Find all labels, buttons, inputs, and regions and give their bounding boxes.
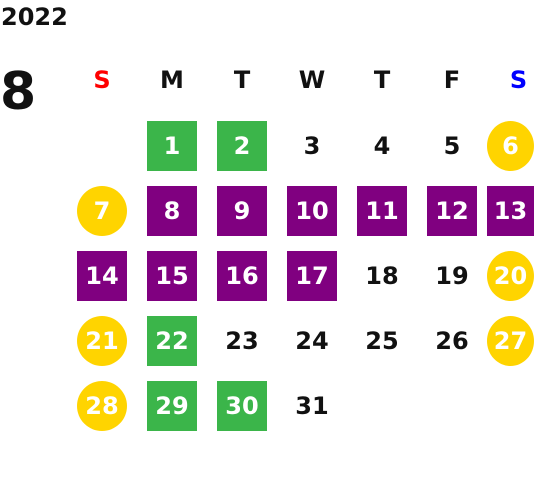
day-cell: 5 [417, 113, 487, 178]
day-22[interactable]: 22 [147, 315, 197, 366]
month-number: 8 [0, 62, 37, 122]
year-label: 2022 [1, 3, 68, 31]
day-cell: 19 [417, 243, 487, 308]
day-cell: 17 [277, 243, 347, 308]
day-27[interactable]: 27 [487, 315, 534, 366]
day-3[interactable]: 3 [303, 131, 321, 160]
weekday-header-wed: W [298, 66, 326, 94]
day-cell: 27 [487, 308, 534, 373]
day-7[interactable]: 7 [77, 185, 127, 236]
weekday-header-sun: S [93, 66, 111, 94]
day-cell [487, 373, 534, 438]
day-11[interactable]: 11 [357, 185, 407, 236]
day-cell: 18 [347, 243, 417, 308]
day-cell [67, 113, 137, 178]
day-21[interactable]: 21 [77, 315, 127, 366]
day-13[interactable]: 13 [487, 185, 534, 236]
day-14[interactable]: 14 [77, 250, 127, 301]
empty-day [487, 381, 534, 431]
day-cell: 6 [487, 113, 534, 178]
empty-day [427, 381, 477, 431]
day-18[interactable]: 18 [365, 261, 399, 290]
day-cell: 2 [207, 113, 277, 178]
day-26[interactable]: 26 [435, 326, 469, 355]
weekday-header-row: S M T W T F S [67, 47, 548, 113]
day-cell: 3 [277, 113, 347, 178]
day-cell: 22 [137, 308, 207, 373]
empty-day [357, 381, 407, 431]
day-30[interactable]: 30 [217, 380, 267, 431]
day-28[interactable]: 28 [77, 380, 127, 431]
day-1[interactable]: 1 [147, 120, 197, 171]
day-cell: 1 [137, 113, 207, 178]
day-2[interactable]: 2 [217, 120, 267, 171]
week-row: 21 22 23 24 25 26 27 [67, 308, 548, 373]
weekday-header-fri: F [443, 66, 461, 94]
week-row: 28 29 30 31 [67, 373, 548, 438]
day-24[interactable]: 24 [295, 326, 329, 355]
day-9[interactable]: 9 [217, 185, 267, 236]
day-cell: 31 [277, 373, 347, 438]
day-17[interactable]: 17 [287, 250, 337, 301]
day-cell: 13 [487, 178, 534, 243]
day-29[interactable]: 29 [147, 380, 197, 431]
day-cell: 16 [207, 243, 277, 308]
day-cell: 11 [347, 178, 417, 243]
day-cell: 15 [137, 243, 207, 308]
week-row: 14 15 16 17 18 19 20 [67, 243, 548, 308]
day-8[interactable]: 8 [147, 185, 197, 236]
day-20[interactable]: 20 [487, 250, 534, 301]
day-cell: 8 [137, 178, 207, 243]
day-cell: 10 [277, 178, 347, 243]
day-cell: 24 [277, 308, 347, 373]
day-cell: 20 [487, 243, 534, 308]
weekday-header-thu: T [373, 66, 391, 94]
empty-day [77, 121, 127, 171]
day-cell: 9 [207, 178, 277, 243]
day-cell: 14 [67, 243, 137, 308]
day-cell: 25 [347, 308, 417, 373]
weekday-header-sat: S [509, 66, 528, 94]
day-cell: 21 [67, 308, 137, 373]
weekday-header-mon: M [160, 66, 184, 94]
day-cell [417, 373, 487, 438]
day-cell: 29 [137, 373, 207, 438]
day-cell: 4 [347, 113, 417, 178]
day-5[interactable]: 5 [443, 131, 461, 160]
day-23[interactable]: 23 [225, 326, 259, 355]
day-cell: 12 [417, 178, 487, 243]
day-cell: 28 [67, 373, 137, 438]
day-4[interactable]: 4 [373, 131, 391, 160]
day-cell [347, 373, 417, 438]
day-6[interactable]: 6 [487, 120, 534, 171]
weekday-header-tue: T [233, 66, 251, 94]
day-cell: 26 [417, 308, 487, 373]
day-16[interactable]: 16 [217, 250, 267, 301]
day-25[interactable]: 25 [365, 326, 399, 355]
day-cell: 23 [207, 308, 277, 373]
day-cell: 7 [67, 178, 137, 243]
day-31[interactable]: 31 [295, 391, 329, 420]
day-12[interactable]: 12 [427, 185, 477, 236]
day-10[interactable]: 10 [287, 185, 337, 236]
day-19[interactable]: 19 [435, 261, 469, 290]
day-cell: 30 [207, 373, 277, 438]
day-15[interactable]: 15 [147, 250, 197, 301]
